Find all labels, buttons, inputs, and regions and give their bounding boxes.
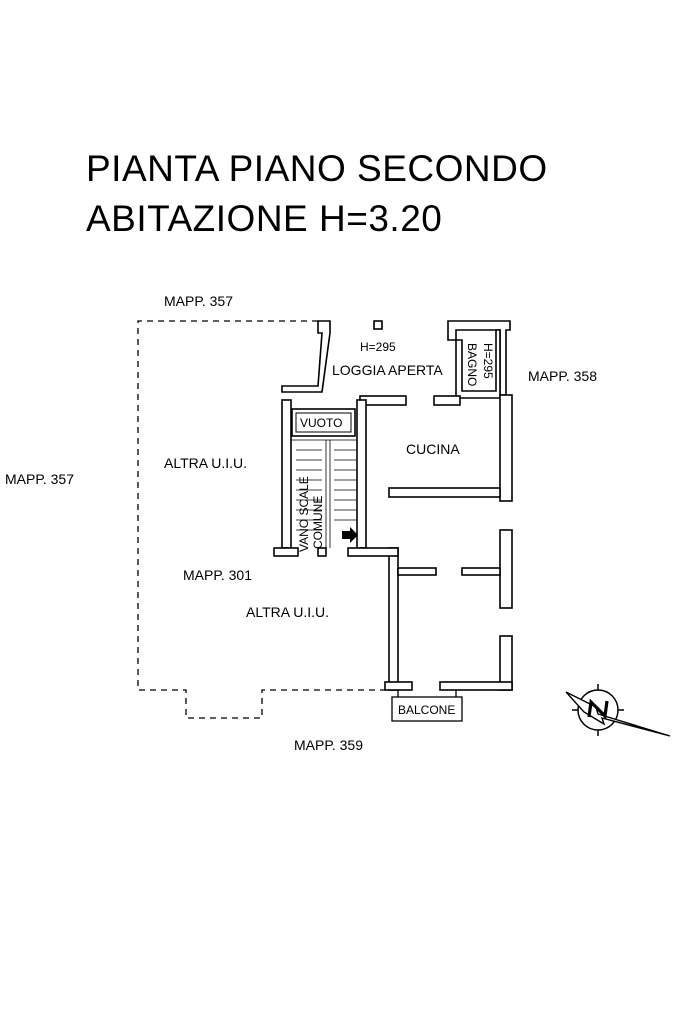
altra-uiu-top-label: ALTRA U.I.U. bbox=[164, 455, 247, 471]
vano-scale-label: VANO SCALE bbox=[297, 476, 311, 552]
mapp-301-label: MAPP. 301 bbox=[183, 567, 252, 583]
plan-subtitle: ABITAZIONE H=3.20 bbox=[86, 198, 443, 239]
loggia-height-label: H=295 bbox=[360, 340, 396, 354]
stair-treads bbox=[291, 439, 357, 548]
altra-uiu-bottom-label: ALTRA U.I.U. bbox=[246, 604, 329, 620]
balcone-box bbox=[391, 690, 463, 722]
bagno-height-label: H=295 bbox=[481, 343, 495, 379]
neighbor-outline bbox=[137, 320, 385, 719]
vuoto-label: VUOTO bbox=[300, 416, 342, 430]
walls bbox=[273, 320, 513, 691]
mapp-359-label: MAPP. 359 bbox=[294, 737, 363, 753]
mapp-358-label: MAPP. 358 bbox=[528, 368, 597, 384]
arrow-right-icon bbox=[342, 527, 358, 543]
mapp-357-left-label: MAPP. 357 bbox=[5, 471, 74, 487]
balcone-label: BALCONE bbox=[398, 703, 455, 717]
north-arrow-icon bbox=[565, 684, 671, 737]
bagno-label: BAGNO bbox=[465, 343, 479, 386]
vuoto-box bbox=[291, 408, 356, 437]
loggia-label: LOGGIA APERTA bbox=[332, 362, 443, 378]
comune-label: COMUNE bbox=[311, 496, 325, 549]
plan-title: PIANTA PIANO SECONDO bbox=[86, 148, 548, 189]
cucina-label: CUCINA bbox=[406, 441, 460, 457]
mapp-357-top-label: MAPP. 357 bbox=[164, 293, 233, 309]
